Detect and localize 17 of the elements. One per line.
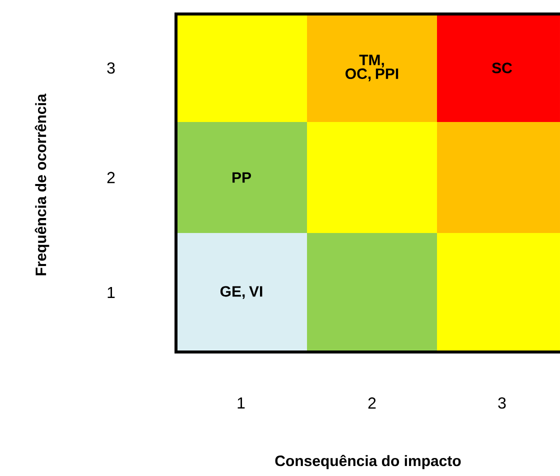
tick-label: 2: [107, 172, 115, 184]
tick-label: 2: [368, 397, 376, 409]
tick-label: 3: [498, 397, 506, 409]
matrix-cell: SC: [437, 14, 560, 122]
matrix-cell: [176, 14, 307, 122]
matrix-cell: [307, 233, 437, 352]
tick-label: 1: [238, 397, 245, 408]
matrix-cell: PP: [176, 122, 307, 233]
matrix-cell: [307, 122, 437, 233]
matrix-cell: [437, 233, 560, 352]
tick-label: 3: [107, 62, 115, 74]
matrix-cell: [437, 122, 560, 233]
axis-title: Consequência do impacto: [275, 454, 461, 470]
matrix-cell: GE, VI: [176, 233, 307, 352]
tick-label: 1: [108, 286, 115, 298]
axis-title: Frequência de ocorrência: [34, 94, 50, 276]
matrix-cell: TM, OC, PPI: [307, 14, 437, 122]
